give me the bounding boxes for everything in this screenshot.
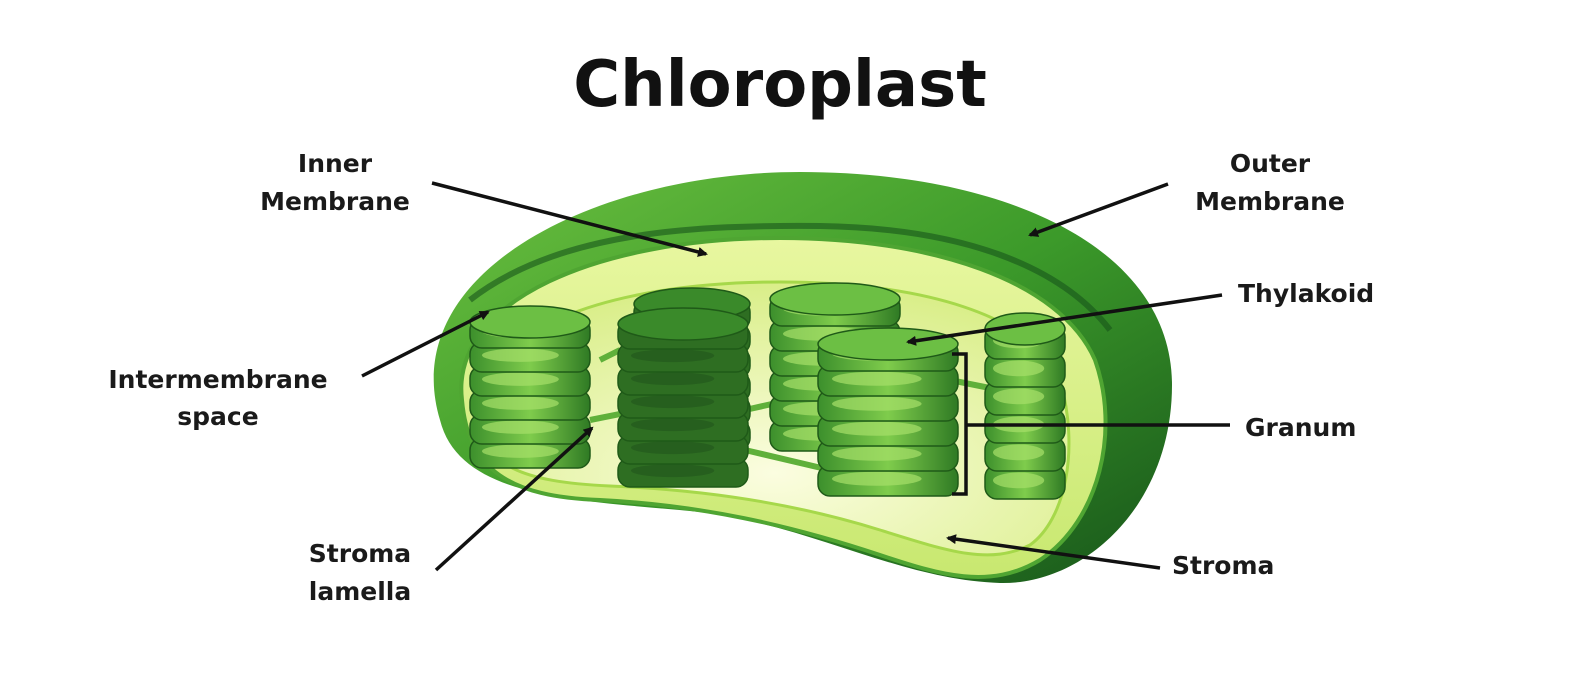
- diagram-title: Chloroplast: [573, 48, 987, 122]
- thylakoid-disc-highlight: [482, 372, 559, 386]
- chloroplast-body: [433, 172, 1172, 584]
- thylakoid-top: [817, 327, 959, 361]
- thylakoid-disc-highlight: [631, 395, 715, 409]
- thylakoid-disc-highlight: [832, 446, 922, 461]
- thylakoid-disc-highlight: [631, 349, 715, 363]
- thylakoid-top: [769, 282, 901, 316]
- stroma-lamella: [598, 347, 622, 363]
- stroma-lamella-arrow: [434, 426, 594, 572]
- stroma-arrow: [946, 534, 1161, 570]
- thylakoid-arrow: [906, 293, 1223, 346]
- thylakoid-disc-highlight: [832, 471, 922, 486]
- label-intermembrane-2: space: [177, 402, 258, 431]
- label-stroma: Stroma: [1172, 551, 1274, 580]
- thylakoid-top: [617, 307, 749, 341]
- label-granum: Granum: [1245, 413, 1356, 442]
- thylakoid-disc-highlight: [631, 372, 715, 386]
- thylakoid-disc-highlight: [631, 418, 715, 432]
- thylakoid-top: [469, 305, 591, 339]
- label-stroma-lamella-2: lamella: [309, 577, 411, 606]
- stroma-lamella: [744, 447, 831, 473]
- thylakoid-disc-highlight: [832, 371, 922, 386]
- grana-stacks: [469, 282, 1066, 500]
- inner-membrane-arrow: [431, 181, 708, 257]
- label-inner-membrane-2: Membrane: [260, 187, 410, 216]
- thylakoid-disc-highlight: [993, 444, 1045, 461]
- thylakoid-disc-highlight: [482, 420, 559, 434]
- thylakoid-disc-highlight: [482, 348, 559, 362]
- thylakoid-disc-highlight: [482, 444, 559, 458]
- label-thylakoid: Thylakoid: [1238, 279, 1374, 308]
- outer-membrane-rim: [468, 222, 1113, 332]
- thylakoid-disc-highlight: [631, 464, 715, 478]
- label-outer-membrane-1: Outer: [1230, 149, 1311, 178]
- thylakoid-disc-highlight: [993, 360, 1045, 377]
- label-stroma-lamella-1: Stroma: [309, 539, 411, 568]
- outer-membrane-arrow: [1028, 182, 1169, 237]
- intermembrane-arrow: [361, 310, 490, 378]
- thylakoid-disc-highlight: [631, 441, 715, 455]
- labels: Inner Membrane Outer Membrane Thylakoid …: [108, 149, 1374, 606]
- annotation-arrows: [361, 181, 1230, 572]
- thylakoid-disc-highlight: [832, 421, 922, 436]
- thylakoid-disc-highlight: [993, 472, 1045, 489]
- label-inner-membrane-1: Inner: [298, 149, 373, 178]
- thylakoid-disc-highlight: [993, 388, 1045, 405]
- label-outer-membrane-2: Membrane: [1195, 187, 1345, 216]
- label-intermembrane-1: Intermembrane: [108, 365, 327, 394]
- thylakoid-disc-highlight: [482, 396, 559, 410]
- thylakoid-disc-highlight: [832, 396, 922, 411]
